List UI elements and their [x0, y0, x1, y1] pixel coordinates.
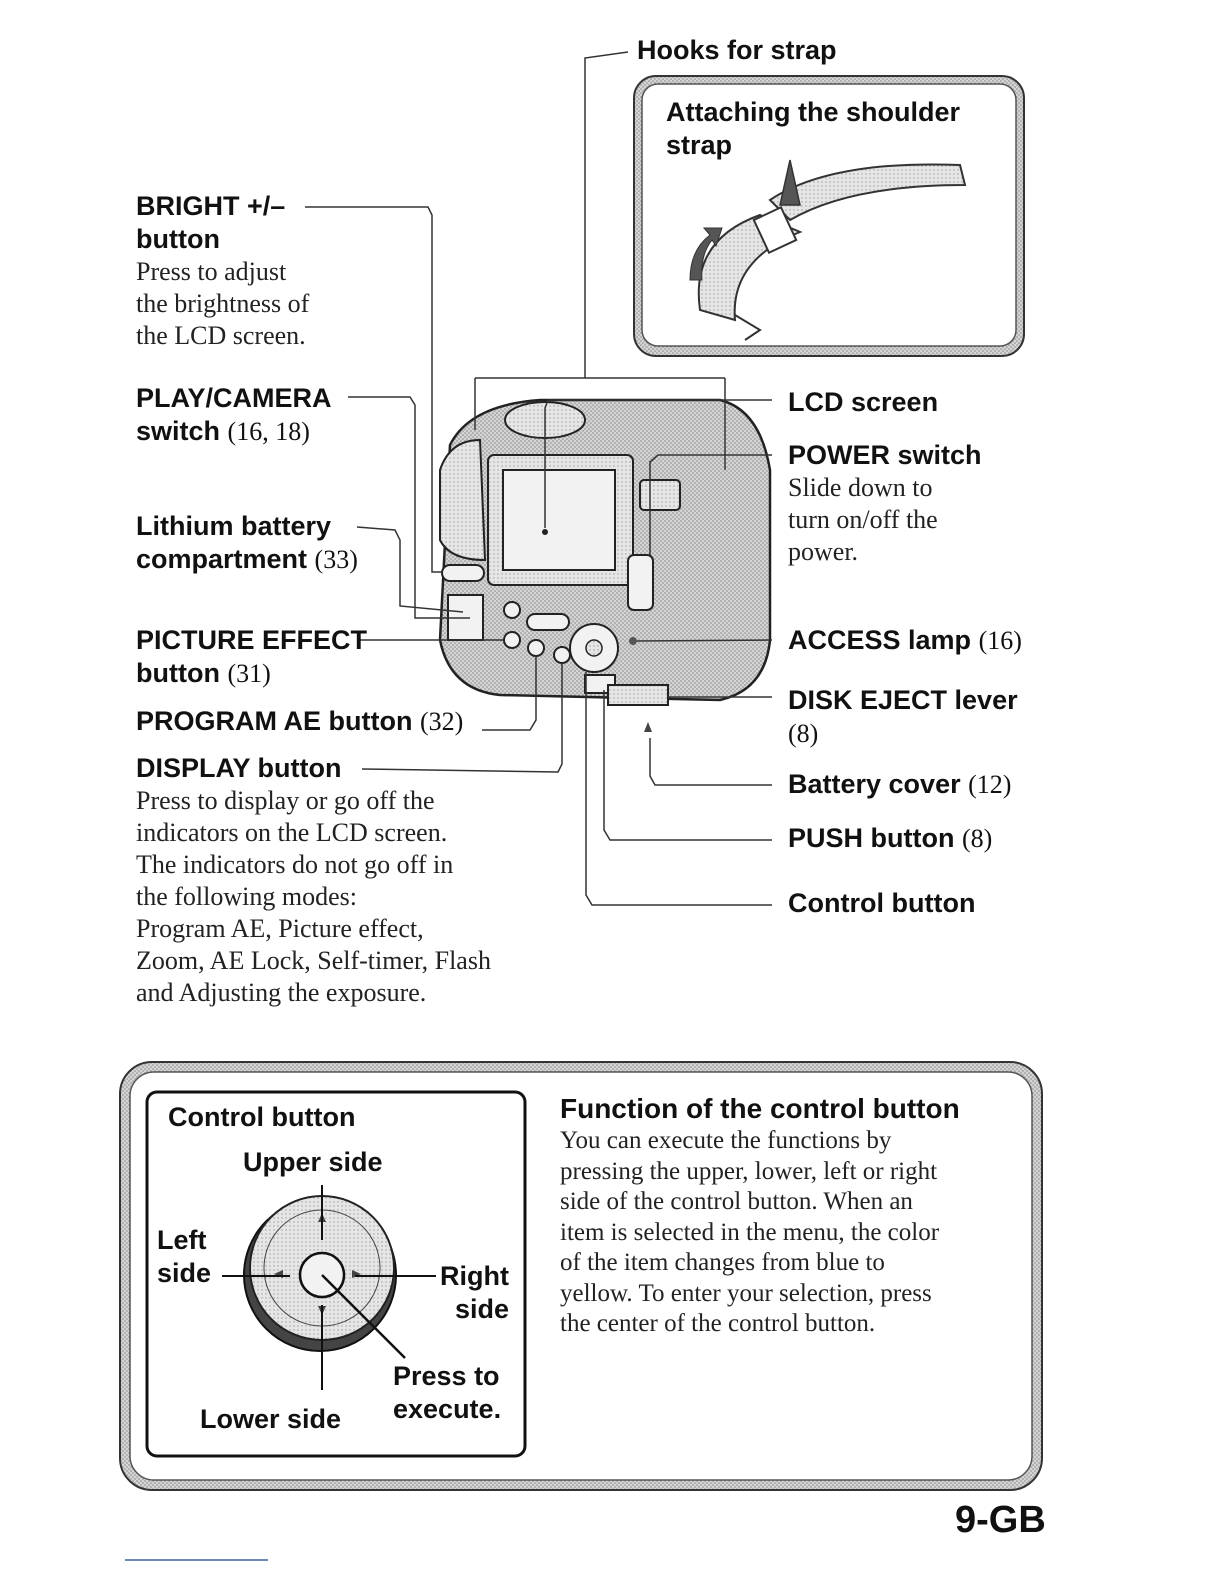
function-text-2: pressing the upper, lower, left or right	[560, 1157, 938, 1185]
strap-title-line2: strap	[666, 130, 733, 160]
power-desc-2: turn on/off the	[788, 505, 938, 534]
diagram-title: Control button	[168, 1102, 356, 1132]
right-side-label: Right side	[440, 1260, 509, 1326]
play-camera-line1: PLAY/CAMERA	[136, 383, 332, 413]
display-desc-5: Program AE, Picture effect,	[136, 914, 424, 943]
program-ae-ref: (32)	[419, 707, 464, 736]
right-side-line1: Right	[440, 1261, 509, 1291]
battery-cover-label: Battery cover	[788, 769, 961, 799]
disk-eject-ref: (8)	[788, 719, 819, 748]
battery-cover-ref: (12)	[968, 770, 1012, 799]
strap-illustration-box	[633, 75, 1025, 357]
lcd-screen-label: LCD screen	[788, 387, 939, 417]
control-button-label: Control button	[788, 888, 976, 918]
arrow-curve-icon	[689, 227, 723, 281]
strap-title-line1: Attaching the shoulder	[666, 97, 961, 127]
function-title: Function of the control button	[560, 1093, 960, 1124]
bright-desc-2: the brightness of	[136, 289, 310, 318]
right-arrow-icon	[352, 1270, 361, 1278]
push-button-callout: PUSH button (8)	[788, 822, 992, 855]
power-switch-callout: POWER switch Slide down to turn on/off t…	[788, 439, 982, 568]
strap-band	[768, 163, 967, 222]
program-ae-label: PROGRAM AE button	[136, 706, 413, 736]
power-switch-drawing	[627, 554, 654, 611]
display-button-callout: DISPLAY button Press to display or go of…	[136, 752, 491, 1009]
lithium-ref: (33)	[314, 545, 358, 574]
upper-side-label: Upper side	[243, 1147, 383, 1177]
bright-desc-3: the LCD screen.	[136, 321, 306, 350]
access-ref: (16)	[978, 626, 1022, 655]
display-desc-4: the following modes:	[136, 882, 357, 911]
strap-buckle	[752, 206, 798, 254]
function-text-4: item is selected in the menu, the color	[560, 1218, 940, 1246]
access-label: ACCESS lamp	[788, 625, 972, 655]
function-text-6: yellow. To enter your selection, press	[560, 1279, 932, 1307]
left-side-label: Left side	[157, 1224, 211, 1290]
camera-illustration	[438, 398, 772, 732]
display-desc-2: indicators on the LCD screen.	[136, 818, 448, 847]
left-side-line2: side	[157, 1258, 212, 1288]
arrow-up-icon	[779, 159, 801, 206]
press-line1: Press to	[393, 1361, 500, 1391]
left-side-line1: Left	[157, 1225, 207, 1255]
battery-cover-callout: Battery cover (12)	[788, 768, 1011, 801]
lower-side-label: Lower side	[200, 1404, 342, 1434]
function-section: Function of the control button You can e…	[560, 1092, 960, 1340]
press-to-execute-label: Press to execute.	[393, 1360, 501, 1426]
bright-label-line2: button	[136, 224, 220, 254]
strap-hook	[734, 314, 762, 341]
display-desc-3: The indicators do not go off in	[136, 850, 454, 879]
bright-button-callout: BRIGHT +/– button Press to adjust the br…	[136, 190, 309, 352]
function-text-5: of the item changes from blue to	[560, 1249, 885, 1276]
picture-effect-line1: PICTURE EFFECT	[136, 625, 368, 655]
picture-effect-ref: (31)	[227, 659, 271, 688]
strap-box-title: Attaching the shoulder strap	[666, 96, 960, 162]
page-number: 9-GB	[955, 1499, 1046, 1541]
hooks-for-strap-label: Hooks for strap	[637, 35, 837, 65]
bright-desc-1: Press to adjust	[136, 257, 287, 286]
function-text-1: You can execute the functions by	[560, 1127, 892, 1154]
lcd-screen-drawing	[502, 469, 616, 571]
play-camera-callout: PLAY/CAMERA switch (16, 18)	[136, 382, 332, 448]
lithium-line1: Lithium battery	[136, 511, 332, 541]
function-text-7: the center of the control button.	[560, 1310, 876, 1337]
camera-grip	[439, 438, 487, 562]
disk-eject-label: DISK EJECT lever	[788, 685, 1018, 715]
display-desc-6: Zoom, AE Lock, Self-timer, Flash	[136, 946, 491, 975]
bright-label-line1: BRIGHT +/–	[136, 191, 286, 221]
press-line2: execute.	[393, 1394, 502, 1424]
display-label: DISPLAY button	[136, 753, 342, 783]
picture-effect-callout: PICTURE EFFECT button (31)	[136, 624, 367, 690]
program-ae-callout: PROGRAM AE button (32)	[136, 705, 463, 738]
power-desc-3: power.	[788, 537, 859, 566]
display-desc-1: Press to display or go off the	[136, 786, 435, 815]
power-desc-1: Slide down to	[788, 473, 933, 502]
display-desc-7: and Adjusting the exposure.	[136, 978, 427, 1007]
picture-effect-line2: button	[136, 658, 220, 688]
right-side-line2: side	[454, 1294, 509, 1324]
lithium-battery-callout: Lithium battery compartment (33)	[136, 510, 358, 576]
push-label: PUSH button	[788, 823, 955, 853]
leader-lines	[305, 51, 773, 906]
lithium-line2: compartment	[136, 544, 308, 574]
push-ref: (8)	[962, 824, 993, 853]
disk-eject-callout: DISK EJECT lever (8)	[788, 684, 1018, 750]
play-camera-ref: (16, 18)	[227, 417, 310, 446]
function-text-3: side of the control button. When an	[560, 1188, 913, 1215]
access-lamp-callout: ACCESS lamp (16)	[788, 624, 1022, 657]
power-label: POWER switch	[788, 440, 982, 470]
play-camera-line2: switch	[136, 416, 221, 446]
bottom-panel	[119, 1061, 1043, 1491]
